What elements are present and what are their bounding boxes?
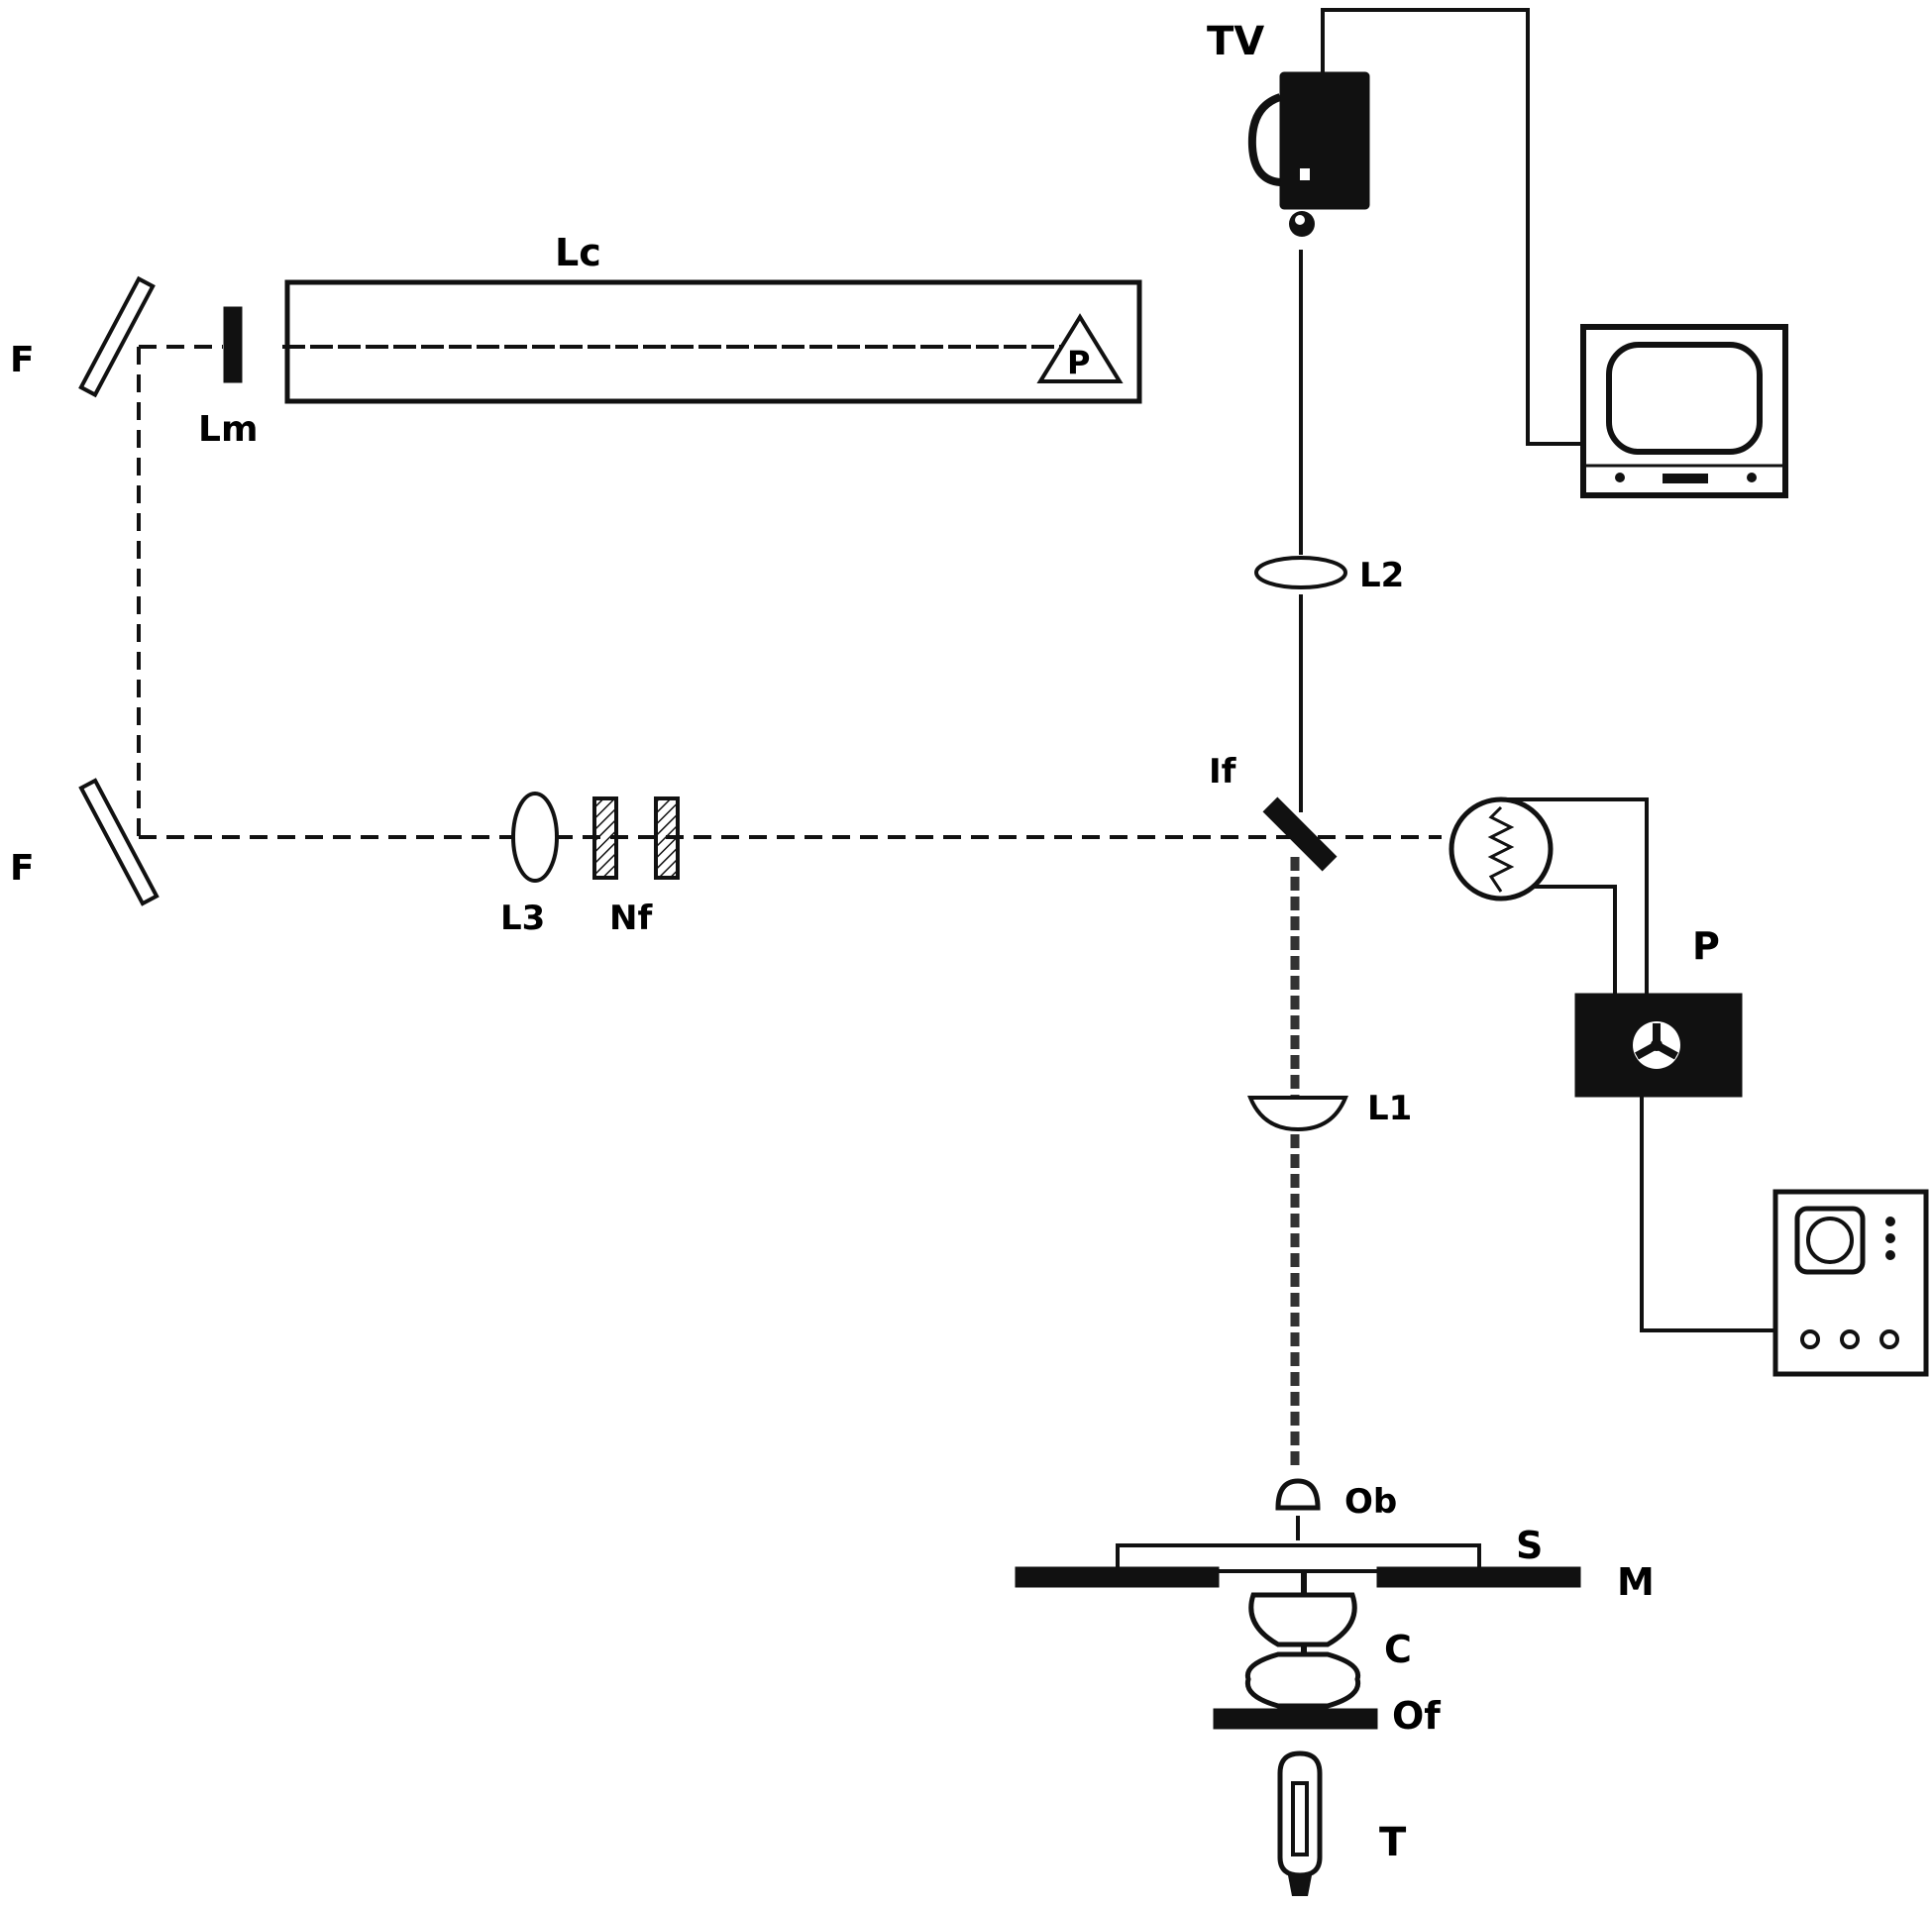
label-f-top: F: [10, 340, 35, 380]
oscilloscope: [1772, 1189, 1929, 1377]
label-c: C: [1384, 1628, 1412, 1671]
microscope-stage-m: [1015, 1566, 1581, 1588]
label-l3: L3: [500, 899, 545, 938]
label-l1: L1: [1367, 1089, 1412, 1128]
lens-l2: [1254, 556, 1347, 589]
lens-l3: [511, 792, 559, 883]
label-lc: Lc: [555, 231, 601, 274]
condenser-c: [1244, 1571, 1361, 1709]
label-tv: TV: [1207, 19, 1264, 64]
tv-monitor: [1580, 324, 1788, 498]
optical-filter-of: [1213, 1708, 1378, 1730]
laser-mirror-lm: [223, 306, 243, 383]
prism-p: [1036, 313, 1124, 383]
tv-camera: [1247, 71, 1370, 237]
label-ob: Ob: [1344, 1482, 1397, 1522]
label-p-detector: P: [1692, 924, 1720, 968]
label-s: S: [1516, 1524, 1543, 1567]
neutral-filters: [592, 796, 680, 880]
laser-cavity: [284, 279, 1142, 404]
lamp-t: [1277, 1750, 1323, 1896]
label-lm: Lm: [198, 409, 258, 450]
lens-l1: [1247, 1096, 1348, 1132]
photometer-p: [1574, 993, 1743, 1098]
microscope-beam-path: [1290, 857, 1300, 1540]
photomultiplier-tube: [1449, 796, 1554, 901]
label-l2: L2: [1359, 556, 1404, 595]
objective-ob: [1275, 1478, 1321, 1511]
tv-monitor-cable: [1321, 8, 1587, 446]
folding-mirror-top: [78, 275, 156, 398]
label-of: Of: [1392, 1694, 1441, 1738]
label-nf: Nf: [609, 899, 653, 938]
label-f-bottom: F: [10, 848, 35, 889]
label-if: If: [1209, 752, 1237, 792]
label-m: M: [1617, 1560, 1655, 1604]
label-t: T: [1379, 1820, 1407, 1865]
detector-cables: [1501, 797, 1773, 1332]
folding-mirror-bottom: [78, 778, 160, 906]
label-p-laser: P: [1067, 344, 1090, 381]
laser-beam-path: [137, 345, 1442, 839]
interference-filter-if: [1262, 796, 1338, 872]
